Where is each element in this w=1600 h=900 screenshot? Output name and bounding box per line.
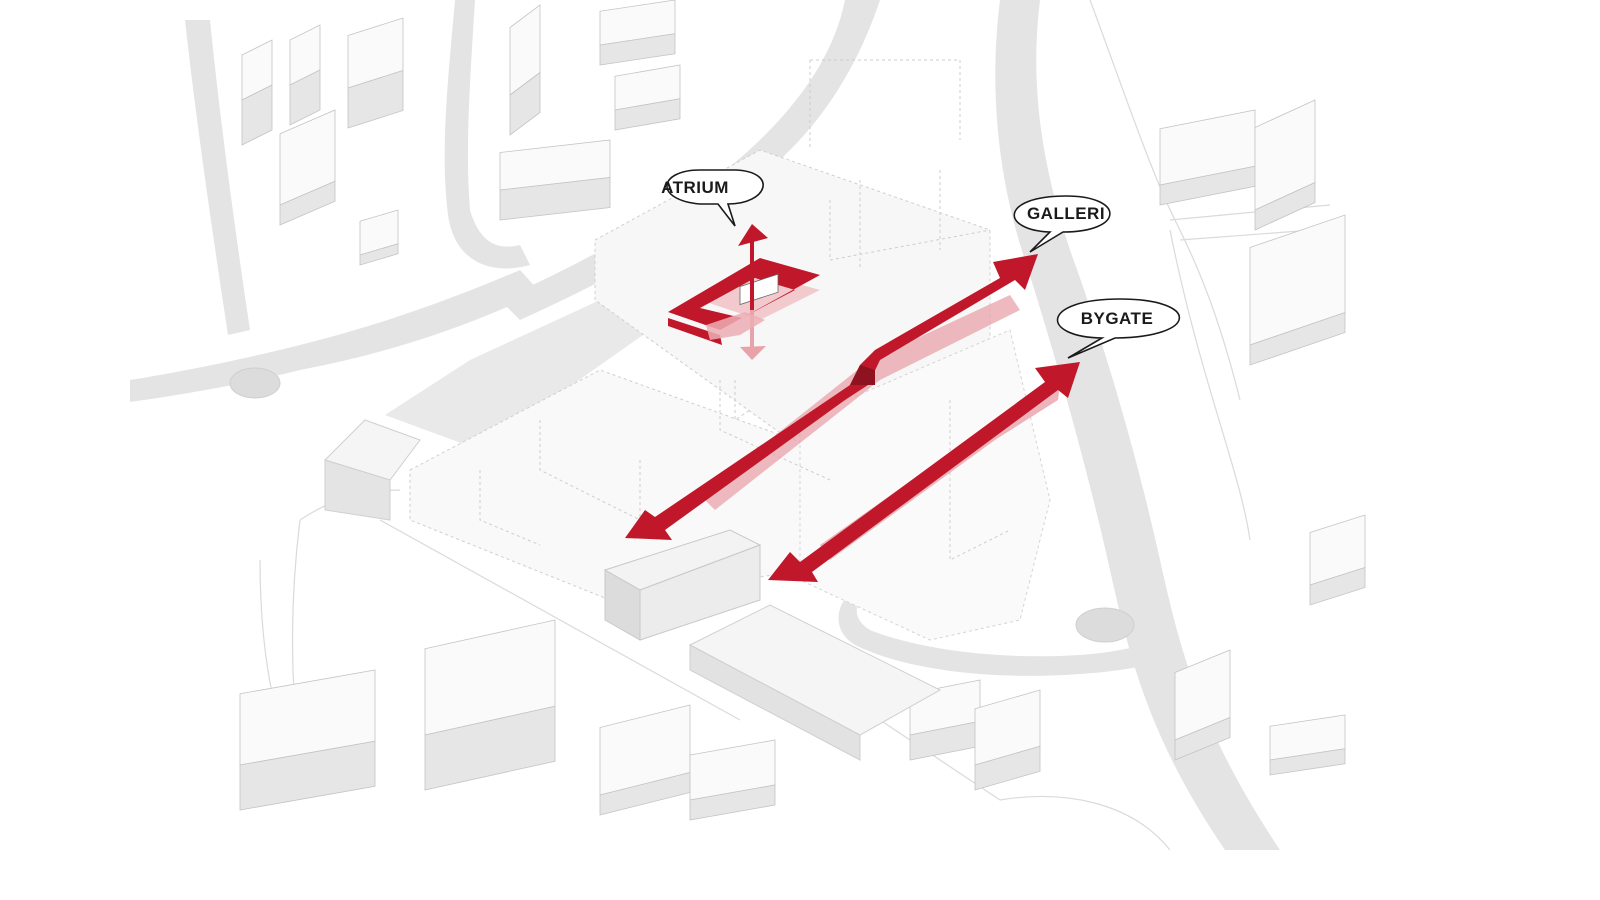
atrium-frame xyxy=(668,258,820,330)
building-facade xyxy=(1309,566,1366,606)
context-building xyxy=(1254,99,1316,231)
west-building-side xyxy=(324,459,391,521)
building-facade xyxy=(599,33,676,66)
bygate-arrow-body xyxy=(768,362,1080,582)
context-building xyxy=(241,39,273,146)
building-facade xyxy=(241,84,273,146)
callout-atrium-label: ATRIUM xyxy=(661,178,729,197)
context-building xyxy=(289,24,321,126)
building-facade xyxy=(239,740,376,811)
callout-atrium: ATRIUM xyxy=(661,169,764,227)
building-facade xyxy=(1249,311,1346,366)
callout-galleri-label: GALLERI xyxy=(1027,204,1105,223)
context-building xyxy=(424,619,556,791)
roundabout-west xyxy=(229,367,281,399)
atrium-stairs xyxy=(739,273,779,306)
context-building xyxy=(499,139,611,221)
galleri-arrow xyxy=(625,254,1038,540)
building-facade xyxy=(347,69,404,129)
main-road-east xyxy=(995,0,1280,850)
road-loop-south xyxy=(838,585,1165,676)
building-facade xyxy=(1254,181,1316,231)
bygate-arrow xyxy=(768,362,1080,582)
building-facade xyxy=(689,784,776,821)
callout-bygate: BYGATE xyxy=(1056,298,1181,359)
callout-atrium-bubble xyxy=(666,169,764,227)
building-facade xyxy=(289,69,321,126)
building-facade xyxy=(1174,716,1231,761)
building-facade xyxy=(509,71,541,136)
atrium-arrow-down-head xyxy=(740,346,766,360)
building-facade xyxy=(279,180,336,226)
callout-galleri-bubble xyxy=(1013,195,1111,253)
building-facade xyxy=(424,705,556,791)
plaza-strip xyxy=(385,300,650,450)
context-building xyxy=(1249,214,1346,366)
building-facade xyxy=(614,98,681,131)
atrium-arrow-up-head xyxy=(738,224,768,246)
building-facade xyxy=(974,745,1041,791)
atrium-arrow xyxy=(668,224,820,360)
context-building xyxy=(509,4,541,136)
atrium-frame-lower xyxy=(668,318,722,345)
road-to-roundabout xyxy=(130,270,540,402)
context-building xyxy=(1174,649,1231,761)
context-building xyxy=(599,704,691,816)
callout-bygate-bubble xyxy=(1056,298,1181,359)
context-building xyxy=(614,64,681,131)
roundabout-southeast xyxy=(1075,607,1135,643)
galleri-arrow-shadow xyxy=(700,295,1020,510)
context-building xyxy=(1309,514,1366,606)
south-slab-side xyxy=(689,644,861,761)
context-building xyxy=(347,17,404,129)
callout-bygate-label: BYGATE xyxy=(1081,309,1154,328)
road-west xyxy=(185,20,250,335)
road-north xyxy=(500,0,880,320)
context-building xyxy=(1269,714,1346,776)
road-loop-west xyxy=(444,0,530,269)
galleri-arrow-step xyxy=(850,365,875,385)
callout-galleri: GALLERI xyxy=(1013,195,1111,253)
context-building xyxy=(279,109,336,226)
buildings-layer xyxy=(239,0,1366,821)
circulation-arrows xyxy=(625,224,1080,582)
galleri-arrow-body xyxy=(625,254,1038,540)
context-building xyxy=(239,669,376,811)
context-building xyxy=(974,689,1041,791)
context-building xyxy=(599,0,676,66)
context-building xyxy=(1159,109,1256,206)
context-building xyxy=(689,739,776,821)
building-facade xyxy=(1269,748,1346,776)
building-facade xyxy=(359,243,399,266)
building-facade xyxy=(499,177,611,221)
atrium-light-slab xyxy=(706,312,765,340)
central-front-block-front xyxy=(639,544,761,641)
road-network xyxy=(130,0,1280,850)
context-building xyxy=(359,209,399,266)
